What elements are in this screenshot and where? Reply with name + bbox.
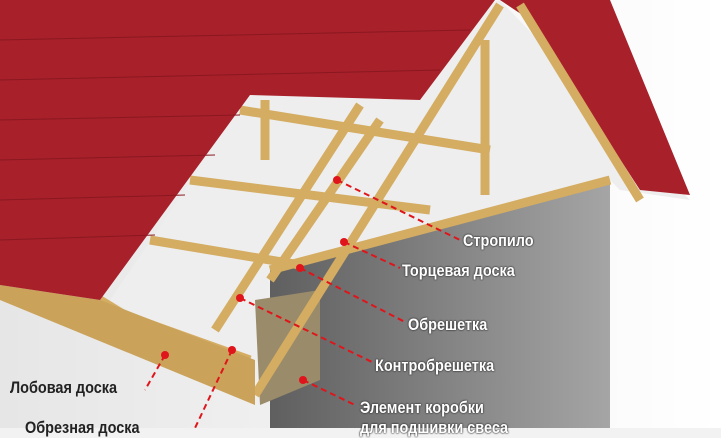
label-box-element-2: для подшивки свеса (360, 418, 509, 437)
label-fascia: Лобовая доска (10, 378, 118, 397)
roof-corrugation (0, 29, 471, 241)
label-end-board: Торцевая доска (402, 261, 515, 280)
leader-lines (144, 179, 461, 428)
label-counter-battens: Контробрешетка (375, 356, 495, 375)
label-battens: Обрешетка (408, 315, 488, 334)
label-box-element-1: Элемент коробки (360, 398, 484, 417)
marker-dots (161, 176, 348, 384)
label-edged-board: Обрезная доска (25, 418, 140, 437)
roof-diagram (0, 0, 721, 428)
roof-left (0, 0, 495, 300)
eave-boards (0, 285, 255, 405)
roof-right (500, 0, 690, 195)
label-rafter: Стропило (463, 231, 534, 250)
gable-wall (270, 180, 610, 428)
